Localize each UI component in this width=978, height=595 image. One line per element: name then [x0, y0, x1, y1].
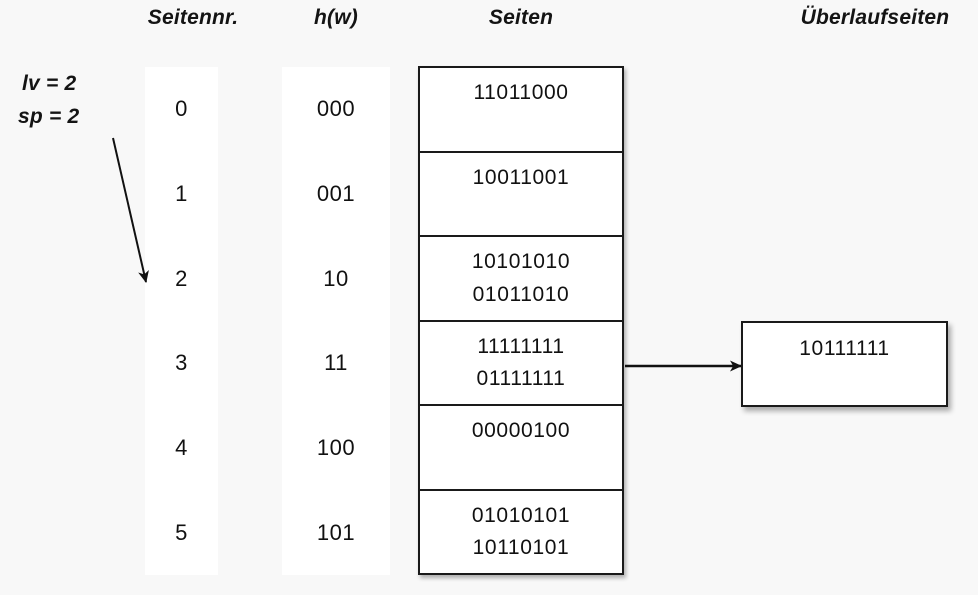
overflow-page-entry: 10111111	[799, 337, 890, 360]
column-header-seitennr: Seitennr.	[147, 6, 239, 29]
seitennr-cell: 1	[175, 181, 188, 206]
page-entry: 01011010	[472, 282, 570, 306]
column-header-seiten: Seiten	[488, 6, 554, 29]
seitennr-cell: 3	[175, 350, 188, 376]
page-bucket: 01010101 10110101	[420, 491, 622, 574]
page-entry: 10110101	[472, 536, 570, 560]
hw-cell: 11	[324, 350, 348, 376]
seitennr-cell: 2	[175, 265, 188, 291]
page-bucket: 00000100	[420, 406, 622, 491]
column-header-hw: h(w)	[314, 6, 358, 29]
seitennr-cell: 4	[175, 435, 188, 461]
hw-cell: 10	[323, 265, 349, 291]
page-entry: 01111111	[476, 367, 566, 391]
page-entry: 11011000	[473, 81, 569, 104]
page-entry: 10101010	[471, 250, 571, 273]
page-entry: 01010101	[471, 503, 571, 527]
seitennr-column: 0 1 2 3 4 5	[145, 67, 218, 575]
seitennr-cell: 0	[175, 96, 188, 122]
hw-cell: 001	[316, 181, 356, 206]
hw-cell: 101	[316, 519, 356, 545]
page-entry: 00000100	[471, 419, 571, 442]
page-entry: 11111111	[477, 334, 565, 358]
page-bucket: 10101010 01011010	[420, 237, 622, 322]
hw-cell: 100	[316, 435, 356, 461]
column-header-ueberlaufseiten: Überlaufseiten	[800, 6, 950, 29]
pointer-arrow-sp	[112, 137, 149, 283]
page-bucket: 11111111 01111111	[420, 322, 622, 406]
page-bucket: 11011000	[420, 68, 622, 153]
hw-cell: 000	[316, 96, 356, 122]
overflow-page-bucket: 10111111	[741, 321, 948, 407]
page-bucket: 10011001	[420, 153, 622, 237]
param-sp-label: sp = 2	[18, 105, 80, 128]
seitennr-cell: 5	[175, 519, 188, 545]
seiten-column: 11011000 10011001 10101010 01011010 1111…	[418, 66, 624, 575]
page-entry: 10011001	[472, 165, 570, 189]
hw-column: 000 001 10 11 100 101	[282, 67, 390, 575]
param-lv-label: lv = 2	[22, 72, 77, 95]
